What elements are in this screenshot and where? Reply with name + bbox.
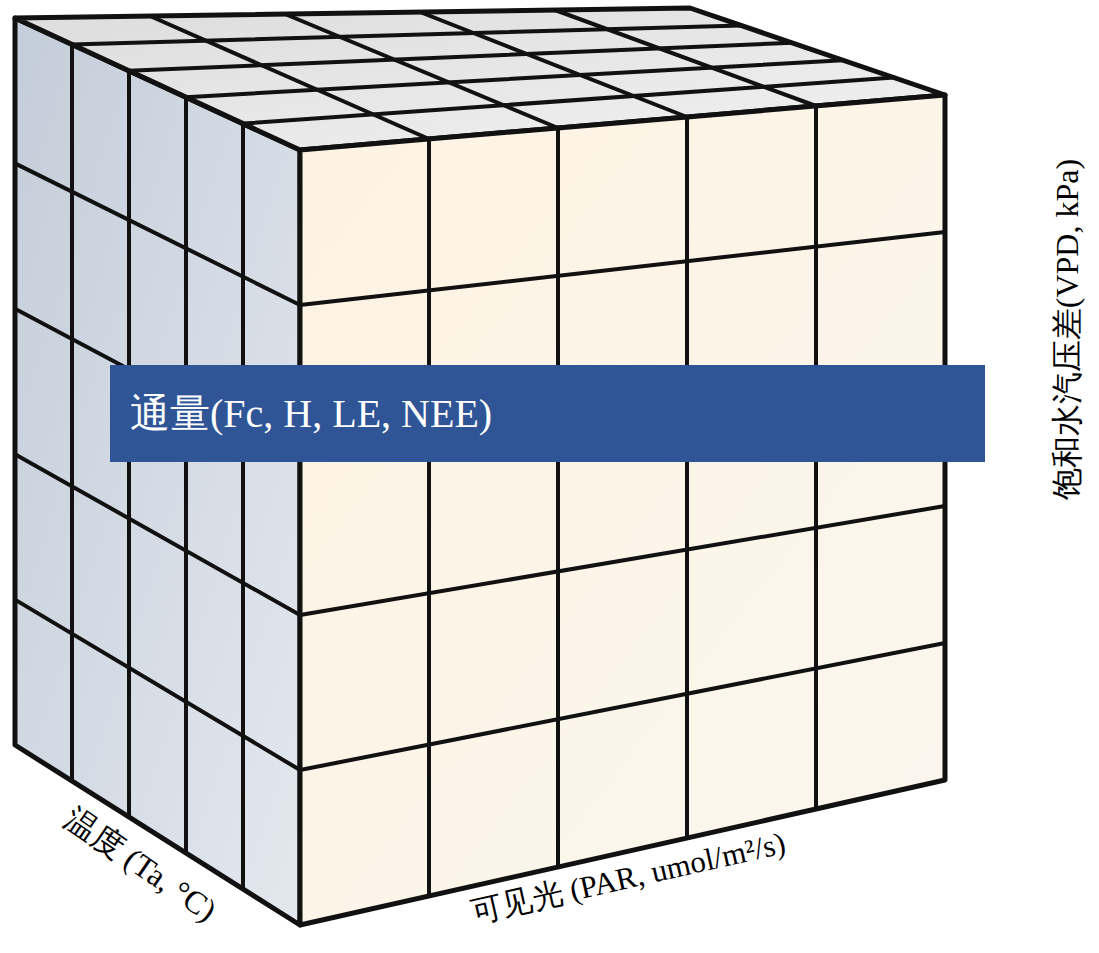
grid-line	[184, 97, 188, 853]
grid-line	[15, 454, 300, 615]
grid-line	[427, 139, 431, 896]
cube-left-face	[15, 18, 300, 925]
axis-label: 饱和水汽压差(VPD, kPa)	[1050, 159, 1085, 500]
node-text: 通量(Fc, H, LE, NEE)	[130, 391, 965, 437]
grid-line	[300, 506, 945, 615]
grid-line	[15, 600, 300, 770]
cube-front-face	[300, 95, 945, 925]
grid-line	[15, 163, 300, 305]
face-outline	[15, 18, 300, 925]
cube-faces	[15, 8, 945, 925]
grid-line	[129, 43, 792, 71]
grid-line	[556, 128, 560, 867]
grid-line	[241, 124, 245, 889]
grid-line	[70, 44, 74, 781]
grid-line	[300, 232, 945, 305]
grid-line	[685, 117, 689, 838]
face-outline	[300, 95, 945, 925]
grid-line	[300, 643, 945, 770]
face-fill	[15, 18, 300, 925]
face-fill	[300, 95, 945, 925]
flux-box: 通量(Fc, H, LE, NEE)	[110, 365, 985, 462]
